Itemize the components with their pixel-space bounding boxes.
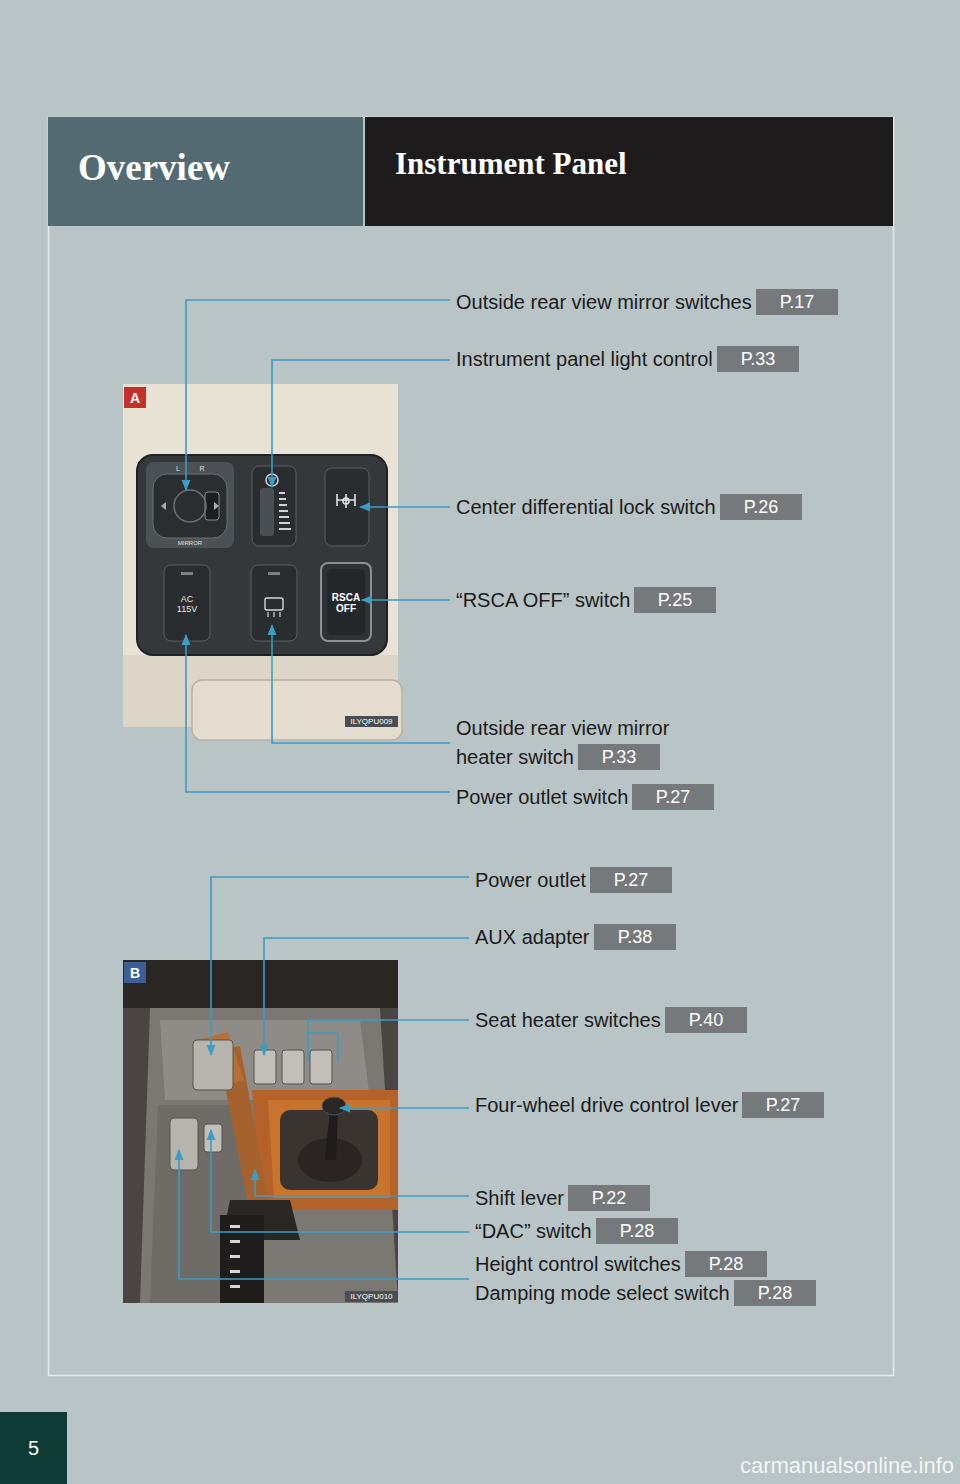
page-reference-text: P.25 <box>658 590 693 611</box>
switch-marking: R <box>196 464 208 473</box>
callout-text: Four-wheel drive control lever <box>475 1093 738 1117</box>
button-marking: 115V <box>177 604 197 614</box>
button-marking: RSCA <box>321 592 371 603</box>
switch-panel-illustration <box>123 384 402 740</box>
callout-text: “DAC” switch <box>475 1220 592 1242</box>
page-reference: P.40 <box>665 1007 747 1033</box>
page-reference: P.28 <box>596 1218 678 1244</box>
page-reference: P.17 <box>756 289 838 315</box>
page-reference: P.22 <box>568 1185 650 1211</box>
callout-text: Power outlet switch <box>456 785 628 809</box>
console-illustration <box>123 960 398 1303</box>
page-number: 5 <box>0 1412 67 1484</box>
callout-text: Instrument panel light control <box>456 347 713 371</box>
callout-text: “DAC” switch <box>475 1219 592 1243</box>
page-reference-text: P.27 <box>766 1095 801 1116</box>
section-band-text: Overview <box>78 146 230 189</box>
callout-text: Height control switches <box>475 1253 681 1275</box>
watermark: carmanualsonline.info <box>740 1453 954 1478</box>
page-reference: P.28 <box>685 1251 767 1277</box>
page-reference-text: P.33 <box>602 747 637 768</box>
image-code: ILYQPU010 <box>350 1292 392 1301</box>
callout-text: Power outlet <box>475 869 586 891</box>
figure-letter: B <box>124 962 146 983</box>
page-reference: P.38 <box>594 924 676 950</box>
switch-marking: L <box>176 465 180 472</box>
title-band: Instrument Panel <box>365 117 893 226</box>
switch-marking: MIRROR <box>178 540 202 546</box>
page-reference-text: P.28 <box>620 1221 655 1242</box>
button-marking: OFF <box>336 603 356 614</box>
callout-text: Power outlet switch <box>456 786 628 808</box>
page-reference: P.25 <box>634 587 716 613</box>
page-reference-text: P.33 <box>741 349 776 370</box>
callout-text: AUX adapter <box>475 925 590 949</box>
image-code: ILYQPU009 <box>345 716 398 727</box>
image-code: ILYQPU010 <box>345 1291 398 1302</box>
page-reference: P.27 <box>590 867 672 893</box>
figure-letter: A <box>124 387 146 408</box>
callout-text: Center differential lock switch <box>456 495 716 519</box>
callout-text: Shift lever <box>475 1187 564 1209</box>
page-reference: P.33 <box>578 744 660 770</box>
figure-letter-text: A <box>130 390 140 406</box>
callout-text: Power outlet <box>475 868 586 892</box>
callout-text: Shift lever <box>475 1186 564 1210</box>
page-reference-text: P.40 <box>689 1010 724 1031</box>
callout-text: Seat heater switches <box>475 1009 661 1031</box>
section-band: Overview <box>48 117 363 226</box>
callout-text: Center differential lock switch <box>456 496 716 518</box>
page-reference-text: P.27 <box>656 787 691 808</box>
page-number-text: 5 <box>28 1437 39 1460</box>
button-marking: 115V <box>164 604 210 614</box>
figure-letter-text: B <box>130 965 140 981</box>
callout-text: Damping mode select switch <box>475 1282 730 1304</box>
leader-lines <box>179 300 469 1279</box>
switch-marking: R <box>199 465 204 472</box>
title-band-text: Instrument Panel <box>395 146 627 182</box>
page-reference-text: P.28 <box>709 1254 744 1275</box>
callout-text: “RSCA OFF” switch <box>456 589 630 611</box>
page-reference: P.27 <box>742 1092 824 1118</box>
button-marking: AC <box>181 594 194 604</box>
page-reference: P.33 <box>717 346 799 372</box>
panel-frame <box>49 118 894 1376</box>
callout-text: Instrument panel light control <box>456 348 713 370</box>
callout-text: Outside rear view mirror switches <box>456 290 752 314</box>
page-reference-text: P.26 <box>744 497 779 518</box>
switch-marking: MIRROR <box>160 539 220 547</box>
page-reference-text: P.27 <box>614 870 649 891</box>
button-marking: OFF <box>321 603 371 614</box>
button-marking: AC <box>164 594 210 604</box>
callout-text: “RSCA OFF” switch <box>456 588 630 612</box>
page-reference-text: P.17 <box>780 292 815 313</box>
watermark: carmanualsonline.info <box>676 1452 954 1480</box>
switch-marking: L <box>172 464 184 473</box>
callout-text: Damping mode select switch <box>475 1281 730 1305</box>
page-reference-text: P.28 <box>758 1283 793 1304</box>
page-reference-text: P.38 <box>618 927 653 948</box>
callout-text: Seat heater switches <box>475 1008 661 1032</box>
callout-text: Four-wheel drive control lever <box>475 1094 738 1116</box>
page-reference: P.27 <box>632 784 714 810</box>
image-code: ILYQPU009 <box>350 717 392 726</box>
callout-text: Height control switches <box>475 1252 681 1276</box>
callout-text: AUX adapter <box>475 926 590 948</box>
page-reference: P.28 <box>734 1280 816 1306</box>
page-reference-text: P.22 <box>592 1188 627 1209</box>
callout-text: Outside rear view mirror switches <box>456 291 752 313</box>
page-reference: P.26 <box>720 494 802 520</box>
button-marking: RSCA <box>332 592 360 603</box>
